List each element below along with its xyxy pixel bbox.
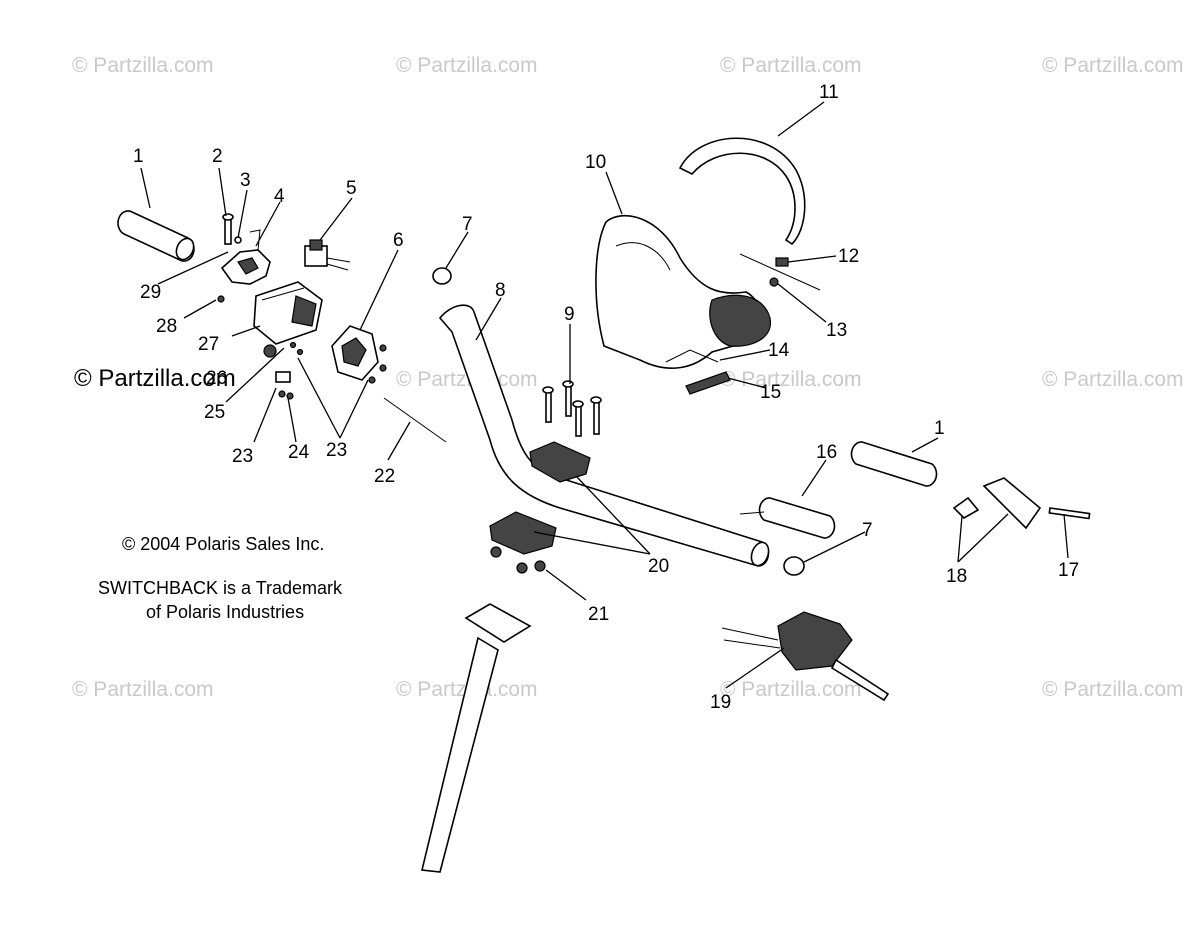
- callout-9: 9: [564, 304, 575, 325]
- callout-28: 28: [156, 316, 177, 337]
- callout-8: 8: [495, 280, 506, 301]
- part-8-handlebar: [438, 304, 770, 567]
- watermark: © Partzilla.com: [720, 54, 862, 77]
- callout-22: 22: [374, 466, 395, 487]
- watermark: © Partzilla.com: [72, 678, 214, 701]
- part-27-control-housing: [253, 281, 323, 345]
- trademark-note-line2: of Polaris Industries: [146, 602, 304, 622]
- part-13-washer: [769, 277, 779, 287]
- callout-7: 7: [462, 214, 473, 235]
- callout-6: 6: [393, 230, 404, 251]
- callout-3: 3: [240, 170, 251, 191]
- watermark: © Partzilla.com: [72, 54, 214, 77]
- callout-14: 14: [768, 340, 790, 361]
- part-9-bolts: [542, 380, 602, 437]
- callout-numbers: 1 2 3 4 5 6 7 8 9 10 11 12 13 14 15 16 7…: [133, 82, 1079, 713]
- part-11-heat-element: [678, 137, 806, 246]
- watermark: © Partzilla.com: [396, 54, 538, 77]
- small-hardware: [217, 295, 447, 443]
- callout-24: 24: [288, 442, 310, 463]
- part-17-pin: [1048, 507, 1091, 520]
- watermark: © Partzilla.com: [720, 678, 862, 701]
- trademark-note-line1: SWITCHBACK is a Trademark: [98, 578, 343, 598]
- part-10-hood: [595, 214, 772, 369]
- part-14-wire: [665, 349, 719, 363]
- callout-1b: 1: [934, 418, 945, 439]
- callout-15: 15: [760, 382, 781, 403]
- callout-21: 21: [588, 604, 609, 625]
- watermark: © Partzilla.com: [1042, 54, 1184, 77]
- watermark-dark: © Partzilla.com: [74, 365, 236, 392]
- callout-25: 25: [204, 402, 225, 423]
- part-12-nut: [775, 257, 789, 267]
- part-6-cover: [331, 325, 379, 381]
- callout-16: 16: [816, 442, 837, 463]
- part-1-right-grip: [850, 441, 938, 487]
- callout-12: 12: [838, 246, 859, 267]
- leader-lines: [140, 101, 1069, 689]
- steering-post: [421, 603, 532, 873]
- callout-17: 17: [1058, 560, 1079, 581]
- callout-19: 19: [710, 692, 731, 713]
- part-21-nuts: [490, 546, 546, 574]
- part-2-screw: [222, 213, 234, 245]
- callout-18: 18: [946, 566, 967, 587]
- callout-13: 13: [826, 320, 847, 341]
- callout-26: 26: [206, 368, 227, 389]
- part-15-bracket: [685, 371, 731, 395]
- watermark: © Partzilla.com: [1042, 368, 1184, 391]
- part-5-switch: [304, 239, 351, 271]
- part-20-clamps: [489, 441, 591, 555]
- callout-7b: 7: [862, 520, 873, 541]
- part-18-ends: [952, 477, 1042, 530]
- callout-5: 5: [346, 178, 357, 199]
- callout-23b: 23: [232, 446, 253, 467]
- part-1-left-grip: [117, 210, 195, 262]
- part-4-throttle-bracket: [220, 229, 271, 285]
- callout-10: 10: [585, 152, 606, 173]
- callout-2: 2: [212, 146, 223, 167]
- callout-1: 1: [133, 146, 144, 167]
- callout-11: 11: [819, 82, 839, 103]
- callout-20: 20: [648, 556, 669, 577]
- part-7-right-plug: [783, 556, 805, 576]
- callout-29: 29: [140, 282, 161, 303]
- diagram-notes: © 2004 Polaris Sales Inc. SWITCHBACK is …: [98, 534, 343, 622]
- part-7-end-plug: [432, 267, 452, 285]
- part-16-heated-grip: [739, 497, 836, 539]
- callout-27: 27: [198, 334, 219, 355]
- watermark: © Partzilla.com: [396, 368, 538, 391]
- part-19-brake-lever: [721, 611, 890, 702]
- callout-23a: 23: [326, 440, 347, 461]
- copyright-note: © 2004 Polaris Sales Inc.: [122, 534, 324, 554]
- watermark: © Partzilla.com: [720, 368, 862, 391]
- callout-4: 4: [274, 186, 285, 207]
- watermark: © Partzilla.com: [1042, 678, 1184, 701]
